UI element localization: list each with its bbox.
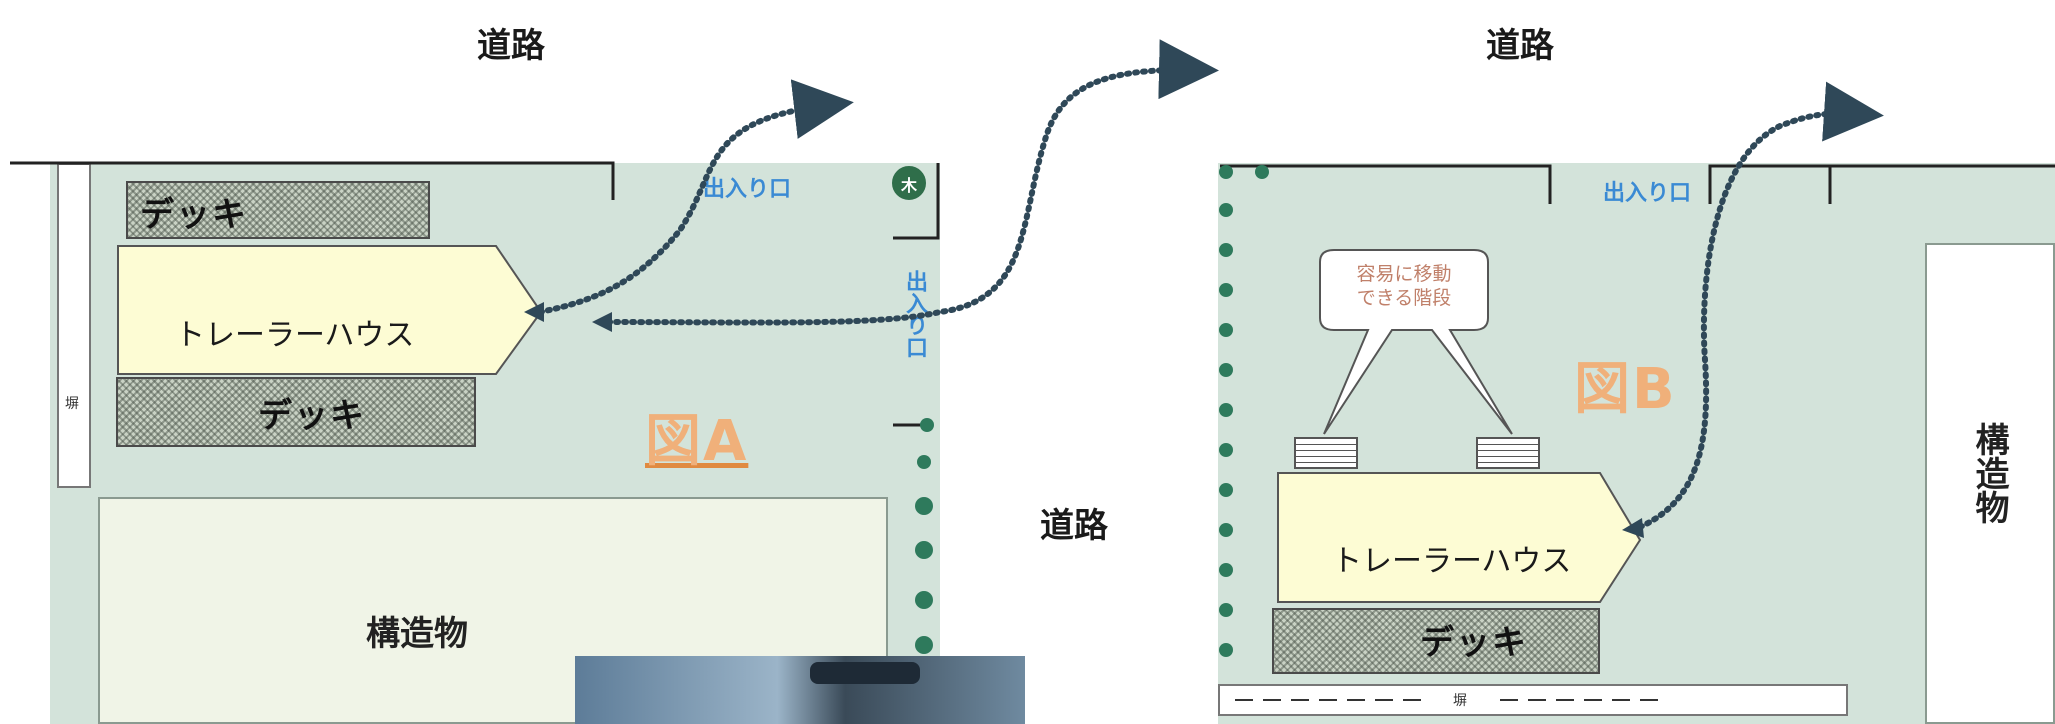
figure-b-stairs-right [1476, 437, 1540, 469]
figure-b-walls [1220, 164, 2055, 204]
figure-a-fence-dots [915, 418, 934, 654]
figure-b-label: 図B [1574, 357, 1677, 422]
path-b-trailer-to-road [1637, 81, 1884, 530]
figure-a-label: 図A [645, 409, 749, 474]
road-label-top-left: 道路 [477, 26, 545, 66]
figure-b-trailer [1277, 472, 1642, 603]
tree-icon-label: 木 [901, 176, 918, 195]
figure-b-deck [1272, 608, 1600, 674]
figure-b-structure [1925, 243, 2055, 724]
figure-b-stairs-left [1294, 437, 1358, 469]
figure-a-trailer-label: トレーラーハウス [175, 318, 415, 353]
figure-a-fence-label: 塀 [65, 396, 79, 412]
figure-b-deck-label: デッキ [1420, 623, 1528, 663]
road-label-top-right: 道路 [1486, 26, 1554, 66]
access-paths [537, 39, 1884, 530]
figure-a-structure-label: 構造物 [366, 614, 468, 654]
site-photo [575, 656, 1025, 724]
path-start-arrowheads [524, 302, 1644, 538]
figure-a-trailer [117, 245, 543, 375]
site-photo-object [810, 662, 920, 684]
figure-b-fence-label: 塀 [1453, 693, 1467, 709]
tree-icon [889, 163, 929, 203]
figure-a-deck-top [126, 181, 430, 239]
path-a-trailer-to-road [537, 79, 854, 315]
figure-b-callout-line2: できる階段 [1356, 287, 1452, 309]
figure-b-structure-label: 構造物 [1969, 422, 2009, 524]
figure-a-deck-bottom [116, 377, 476, 447]
figure-b-callout [1319, 249, 1513, 435]
figure-b-entrance-top: 出入り口 [1603, 181, 1692, 206]
path-a-side-entrance [597, 39, 1219, 326]
figure-b-callout-text: 容易に移動 できる階段 [1320, 262, 1488, 310]
figure-b-trailer-label: トレーラーハウス [1332, 544, 1572, 579]
figure-b-callout-line1: 容易に移動 [1356, 263, 1452, 285]
figure-b-fence-dots [1219, 165, 1269, 657]
figure-a-deck-top-label: デッキ [140, 195, 248, 235]
road-label-middle: 道路 [1040, 506, 1108, 546]
figure-a-entrance-top: 出入り口 [703, 177, 792, 202]
figure-a-fence [57, 163, 91, 488]
figure-a-deck-bottom-label: デッキ [258, 396, 366, 436]
